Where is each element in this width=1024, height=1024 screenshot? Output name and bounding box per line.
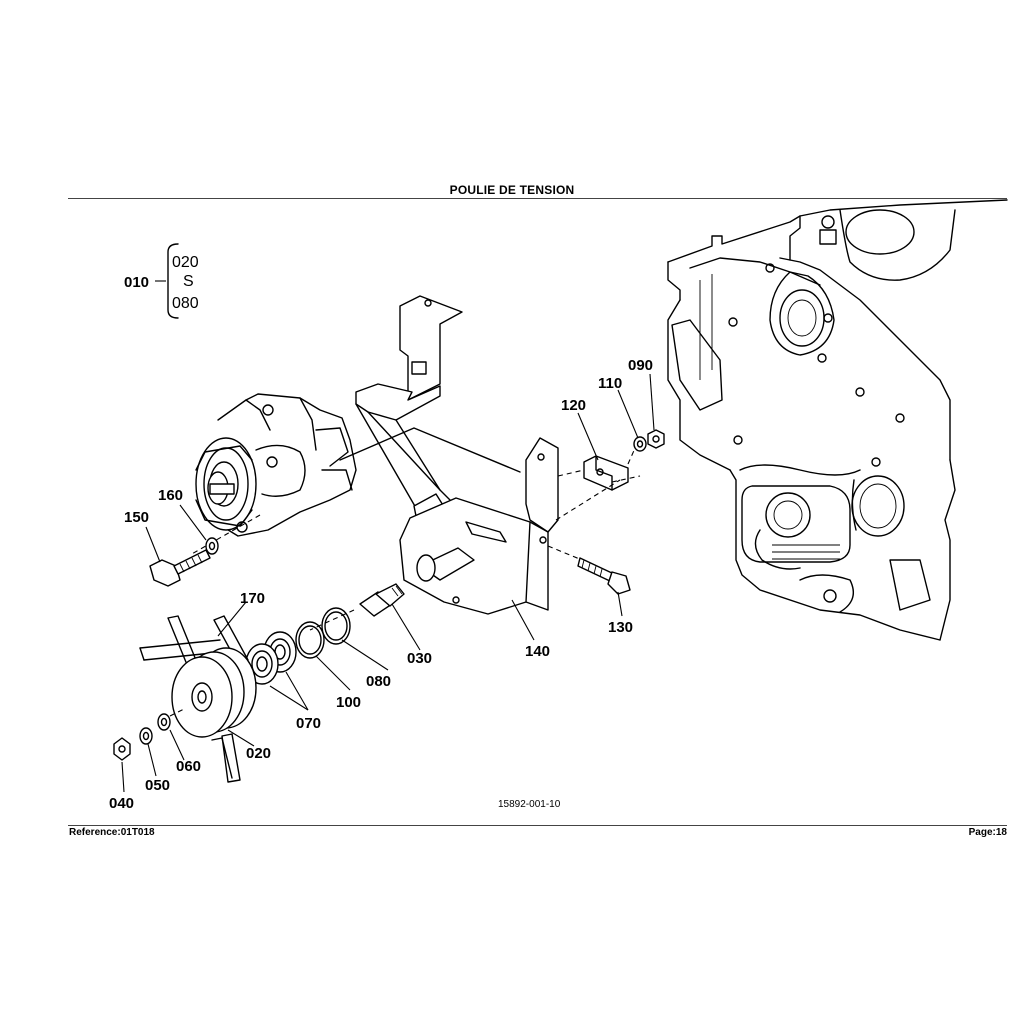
part-label-160: 160: [158, 487, 183, 504]
part-label-150: 150: [124, 509, 149, 526]
bolt-130-illustration: [547, 545, 631, 595]
engine-block-illustration: [667, 199, 1008, 641]
bolt-150-illustration: [149, 537, 219, 587]
part-label-170: 170: [240, 590, 265, 607]
nut-090-washer-100-illustration: [633, 429, 665, 452]
part-label-120: 120: [561, 397, 586, 414]
part-label-020: 020: [246, 745, 271, 762]
reference-text: Reference:01T018: [69, 827, 155, 838]
range-separator-symbol: S: [183, 273, 194, 290]
nut-washers-illustration: [113, 707, 187, 761]
part-label-140: 140: [525, 643, 550, 660]
tension-bracket-illustration: [399, 437, 559, 615]
part-label-070: 070: [296, 715, 321, 732]
part-label-060: 060: [176, 758, 201, 775]
part-label-040: 040: [109, 795, 134, 812]
drawing-code: 15892-001-10: [498, 799, 561, 810]
part-label-110: 100: [336, 694, 361, 711]
part-label-030: 030: [407, 650, 432, 667]
pulley-and-belt-illustration: [139, 615, 257, 783]
page-title: POULIE DE TENSION: [449, 183, 575, 197]
snap-rings-illustration: [295, 607, 351, 659]
part-label-010: 010: [124, 274, 149, 291]
leader-lines: [121, 373, 655, 793]
part-label-090: 090: [628, 357, 653, 374]
spacer-120-illustration: [555, 445, 641, 521]
part-label-050: 050: [145, 777, 170, 794]
page-number: Page:18: [968, 827, 1007, 838]
header-rule: [68, 198, 1007, 199]
range-note-010: 010 020 S 080: [124, 243, 199, 319]
shaft-030-illustration: [309, 583, 405, 631]
range-to-label: 080: [172, 295, 199, 312]
alternator-assembly-illustration: [189, 393, 521, 556]
part-label-130: 130: [608, 619, 633, 636]
part-labels: 090 110 120 130 140 030 080 100 070 020 …: [109, 357, 653, 812]
part-label-100: 110: [598, 375, 622, 392]
part-label-080: 080: [366, 673, 391, 690]
range-from-label: 020: [172, 254, 199, 271]
footer-rule: [68, 825, 1007, 826]
